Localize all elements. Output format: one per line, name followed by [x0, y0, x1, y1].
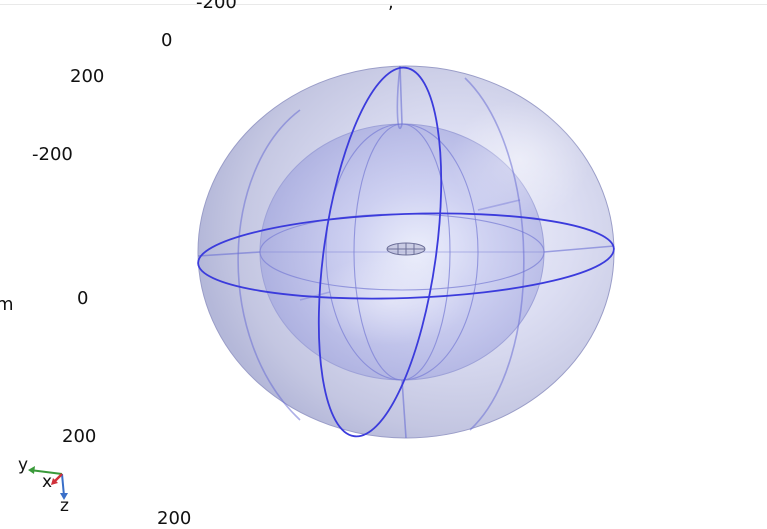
triad-z-label: z — [60, 496, 69, 516]
tick-label-top-comma: , — [388, 0, 394, 13]
triad-x-label: x — [42, 472, 53, 492]
outer-highlight — [450, 100, 590, 220]
tick-label-zero-mid: 0 — [77, 288, 89, 309]
outer-sphere-edges — [197, 65, 615, 439]
coordinate-triad: y x z — [18, 456, 78, 518]
tick-label-200-lower: 200 — [62, 426, 97, 447]
front-edges — [197, 66, 615, 438]
inner-highlight — [310, 255, 470, 345]
tick-label-top-partial: -200 — [196, 0, 237, 13]
tick-label-200-upper: 200 — [70, 66, 105, 87]
tick-label-200-bottom: 200 — [157, 508, 192, 529]
top-divider — [0, 4, 767, 5]
tick-label-zero-top: 0 — [161, 30, 173, 51]
triad-axes — [28, 466, 68, 500]
tick-label-neg200-left: -200 — [32, 144, 73, 165]
triad-y-label: y — [18, 455, 29, 475]
unit-fragment: m — [0, 294, 14, 315]
center-feature — [386, 242, 426, 256]
